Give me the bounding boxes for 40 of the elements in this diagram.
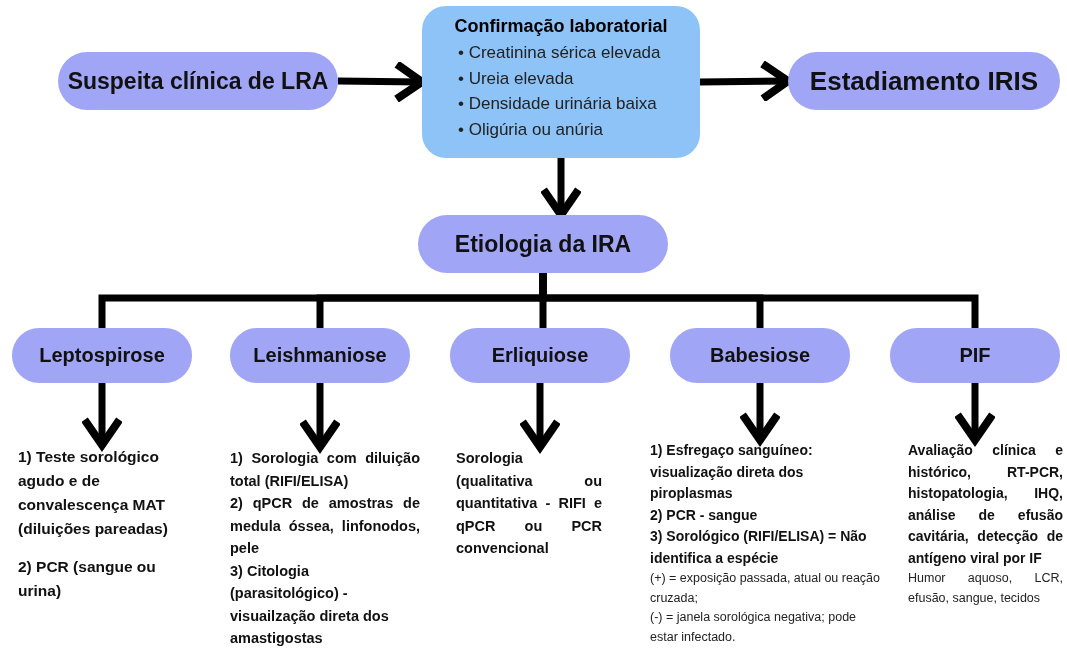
arrow bbox=[740, 383, 780, 444]
note-text: (-) = janela sorológica negativa; pode estar infectado. bbox=[650, 609, 858, 646]
method-text: 1) Sorologia com diluição total (RIFI/ELISA) bbox=[230, 449, 420, 491]
arrow bbox=[520, 383, 560, 451]
box-title: Leishmaniose bbox=[253, 344, 387, 367]
method-text: 2) qPCR de amostras de medula óssea, linfonodos, pele bbox=[230, 494, 420, 558]
box-title: Etiologia da IRA bbox=[454, 230, 632, 258]
arrow bbox=[955, 383, 995, 444]
method-text: 2) PCR (sangue ou urina) bbox=[18, 557, 157, 601]
method-text: Avaliação clínica e histórico, RT-PCR, histopatologia, IHQ, análise de efusão cavitária, detecção de antígeno viral por IF bbox=[908, 441, 1063, 568]
note-text: (+) = exposição passada, atual ou reação cruzada; bbox=[650, 570, 881, 607]
method-text: Sorologia (qualitativa ou quantitativa - RIFI e qPCR ou PCR convencional bbox=[456, 449, 602, 558]
arrow bbox=[82, 383, 122, 449]
arrow bbox=[300, 383, 340, 451]
rounded-box bbox=[788, 52, 1060, 110]
rounded-box bbox=[450, 328, 630, 383]
bullet-item: • Densidade urinária baixa bbox=[458, 93, 658, 115]
rounded-box bbox=[58, 52, 338, 110]
rounded-box bbox=[890, 328, 1060, 383]
rounded-box bbox=[418, 215, 668, 273]
method-text: 1) Esfregaço sanguíneo: visualização direta dos piroplasmas bbox=[650, 441, 814, 503]
method-text: 1) Teste sorológico agudo e de convalescença MAT (diluições pareadas) bbox=[18, 447, 169, 539]
box-title: Estadiamento IRIS bbox=[809, 65, 1039, 97]
method-text: 2) PCR - sangue bbox=[650, 505, 759, 525]
box-title: Erliquiose bbox=[491, 344, 589, 367]
rounded-box bbox=[12, 328, 192, 383]
rounded-box bbox=[422, 6, 700, 158]
box-title: Leptospirose bbox=[39, 344, 165, 367]
box-title: Confirmação laboratorial bbox=[453, 16, 669, 37]
method-text: 3) Sorológico (RIFI/ELISA) = Não identifica a espécie bbox=[650, 527, 868, 568]
rounded-box bbox=[670, 328, 850, 383]
bullet-item: • Oligúria ou anúria bbox=[458, 118, 604, 141]
bullet-item: • Creatinina sérica elevada bbox=[458, 42, 662, 64]
method-text: 3) Citologia (parasitológico) - visuailzação direta dos amastigostas bbox=[230, 561, 390, 648]
note-text: Humor aquoso, LCR, efusão, sangue, tecidos bbox=[908, 570, 1063, 607]
box-title: Babesiose bbox=[709, 344, 811, 367]
rounded-box bbox=[230, 328, 410, 383]
box-title: PIF bbox=[959, 344, 991, 367]
box-title: Suspeita clínica de LRA bbox=[67, 67, 329, 95]
bullet-item: • Ureia elevada bbox=[458, 67, 575, 90]
